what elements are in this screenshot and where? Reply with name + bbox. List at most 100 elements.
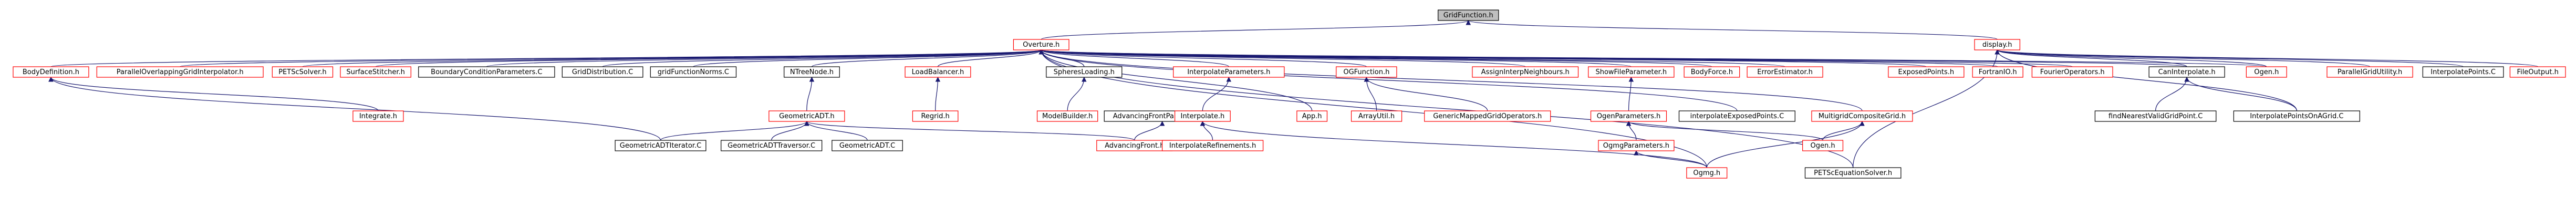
node-box[interactable] bbox=[1974, 39, 2020, 50]
node-box[interactable] bbox=[1013, 39, 1069, 50]
node-regrid-h[interactable]: Regrid.h bbox=[912, 110, 959, 122]
node-geometricadt-c[interactable]: GeometricADT.C bbox=[832, 140, 903, 151]
node-box[interactable] bbox=[832, 140, 903, 151]
node-box[interactable] bbox=[1173, 66, 1285, 78]
node-box[interactable] bbox=[2246, 66, 2287, 78]
node-assignneighbours-h[interactable]: AssignInterpNeighbours.h bbox=[1472, 66, 1579, 78]
node-errorestimator-h[interactable]: ErrorEstimator.h bbox=[1747, 66, 1823, 78]
node-interpolate-h[interactable]: Interpolate.h bbox=[1174, 110, 1231, 122]
node-app-h[interactable]: App.h bbox=[1296, 110, 1328, 122]
node-ogfunction-h[interactable]: OGFunction.h bbox=[1336, 66, 1397, 78]
node-loadbalancer-h[interactable]: LoadBalancer.h bbox=[905, 66, 971, 78]
node-box[interactable] bbox=[1174, 110, 1231, 122]
node-showfileparam-h[interactable]: ShowFileParameter.h bbox=[1588, 66, 1675, 78]
node-parallel-overlap-h[interactable]: ParallelOverlappingGridInterpolator.h bbox=[96, 66, 264, 78]
node-box[interactable] bbox=[2326, 66, 2413, 78]
node-surfacestitcher-h[interactable]: SurfaceStitcher.h bbox=[340, 66, 411, 78]
node-box[interactable] bbox=[650, 66, 737, 78]
node-label: SpheresLoading.h bbox=[1054, 68, 1115, 76]
node-box[interactable] bbox=[352, 110, 404, 122]
node-box[interactable] bbox=[1424, 110, 1551, 122]
node-label: ExposedPoints.h bbox=[1898, 68, 1955, 76]
node-box[interactable] bbox=[1046, 66, 1123, 78]
node-box[interactable] bbox=[13, 66, 89, 78]
node-advancingfront-h[interactable]: AdvancingFront.h bbox=[1096, 140, 1173, 151]
node-box[interactable] bbox=[1972, 66, 2023, 78]
node-spheresloading-h[interactable]: SpheresLoading.h bbox=[1046, 66, 1123, 78]
node-ntreenode-h[interactable]: NTreeNode.h bbox=[784, 66, 840, 78]
node-boundarycond-c[interactable]: BoundaryConditionParameters.C bbox=[418, 66, 555, 78]
node-fourieroperators-h[interactable]: FourierOperators.h bbox=[2031, 66, 2113, 78]
node-box[interactable] bbox=[1686, 167, 1728, 179]
node-box[interactable] bbox=[1598, 140, 1675, 151]
node-box[interactable] bbox=[96, 66, 264, 78]
node-box[interactable] bbox=[1036, 110, 1098, 122]
node-box[interactable] bbox=[1804, 167, 1902, 179]
node-box[interactable] bbox=[1747, 66, 1823, 78]
node-genericmapped-h[interactable]: GenericMappedGridOperators.h bbox=[1424, 110, 1551, 122]
node-display-h[interactable]: display.h bbox=[1974, 39, 2020, 50]
node-gridfunctionnorms-c[interactable]: gridFunctionNorms.C bbox=[650, 66, 737, 78]
node-box[interactable] bbox=[2233, 110, 2360, 122]
node-box[interactable] bbox=[1472, 66, 1579, 78]
node-box[interactable] bbox=[1678, 110, 1795, 122]
edge-ntreenode_h-to-overture_h bbox=[811, 49, 1044, 67]
node-geometricadt-h[interactable]: GeometricADT.h bbox=[768, 110, 845, 122]
node-multigridcomposite-h[interactable]: MultigridCompositeGrid.h bbox=[1811, 110, 1913, 122]
node-ogmg-h[interactable]: Ogmg.h bbox=[1686, 167, 1728, 179]
node-cannotinterp-h[interactable]: CanInterpolate.h bbox=[2148, 66, 2225, 78]
node-interpfromcomposite-c[interactable]: InterpolatePointsOnAGrid.C bbox=[2233, 110, 2360, 122]
node-fileoutput-h[interactable]: FileOutput.h bbox=[2509, 66, 2566, 78]
node-box[interactable] bbox=[912, 110, 959, 122]
node-box[interactable] bbox=[1161, 140, 1264, 151]
node-arrayutil-h[interactable]: ArrayUtil.h bbox=[1351, 110, 1403, 122]
node-ogmgparameters-h[interactable]: OgmgParameters.h bbox=[1598, 140, 1675, 151]
node-box[interactable] bbox=[784, 66, 840, 78]
node-box[interactable] bbox=[1588, 66, 1675, 78]
node-box[interactable] bbox=[768, 110, 845, 122]
node-box[interactable] bbox=[2509, 66, 2566, 78]
node-box[interactable] bbox=[2094, 110, 2217, 122]
node-overture-h[interactable]: Overture.h bbox=[1013, 39, 1069, 50]
node-griddistribution-c[interactable]: GridDistribution.C bbox=[562, 66, 643, 78]
node-geoadtiterator-c[interactable]: GeometricADTIterator.C bbox=[615, 140, 707, 151]
node-ogenparameters-h[interactable]: OgenParameters.h bbox=[1590, 110, 1667, 122]
node-box[interactable] bbox=[1296, 110, 1328, 122]
node-box[interactable] bbox=[905, 66, 971, 78]
node-box[interactable] bbox=[721, 140, 823, 151]
node-box[interactable] bbox=[1811, 110, 1913, 122]
node-bodydefinition-h[interactable]: BodyDefinition.h bbox=[13, 66, 89, 78]
node-interpexposed-c[interactable]: interpolateExposedPoints.C bbox=[1678, 110, 1795, 122]
node-modelbuilder-h[interactable]: ModelBuilder.h bbox=[1036, 110, 1098, 122]
node-box[interactable] bbox=[615, 140, 707, 151]
node-box[interactable] bbox=[1438, 9, 1499, 21]
node-exposedpoints-h[interactable]: ExposedPoints.h bbox=[1888, 66, 1965, 78]
node-box[interactable] bbox=[2148, 66, 2225, 78]
node-ogen-h[interactable]: Ogen.h bbox=[1802, 140, 1844, 151]
node-integrate-h-left[interactable]: Integrate.h bbox=[352, 110, 404, 122]
node-box[interactable] bbox=[1802, 140, 1844, 151]
node-box[interactable] bbox=[272, 66, 334, 78]
node-box[interactable] bbox=[1351, 110, 1403, 122]
node-petscsolver-h[interactable]: PETScSolver.h bbox=[272, 66, 334, 78]
node-box[interactable] bbox=[2422, 66, 2504, 78]
node-box[interactable] bbox=[1590, 110, 1667, 122]
node-box[interactable] bbox=[1336, 66, 1397, 78]
node-box[interactable] bbox=[1684, 66, 1740, 78]
node-ogen-h-top[interactable]: Ogen.h bbox=[2246, 66, 2287, 78]
node-geoadttraversor-c[interactable]: GeometricADTTraversor.C bbox=[721, 140, 823, 151]
node-parallelgridutil-h[interactable]: ParallelGridUtility.h bbox=[2326, 66, 2413, 78]
node-findnearest-c[interactable]: findNearestValidGridPoint.C bbox=[2094, 110, 2217, 122]
node-box[interactable] bbox=[418, 66, 555, 78]
node-box[interactable] bbox=[2031, 66, 2113, 78]
node-interpolateparams-h[interactable]: InterpolateParameters.h bbox=[1173, 66, 1285, 78]
node-fortranio-h[interactable]: FortranIO.h bbox=[1972, 66, 2023, 78]
node-interprefinements-h[interactable]: InterpolateRefinements.h bbox=[1161, 140, 1264, 151]
node-box[interactable] bbox=[562, 66, 643, 78]
node-bodyforce-h[interactable]: BodyForce.h bbox=[1684, 66, 1740, 78]
node-gridfunction-h[interactable]: GridFunction.h bbox=[1438, 9, 1499, 21]
node-box[interactable] bbox=[1888, 66, 1965, 78]
node-petscequation-h[interactable]: PETScEquationSolver.h bbox=[1804, 167, 1902, 179]
node-interpolatepoints-c[interactable]: InterpolatePoints.C bbox=[2422, 66, 2504, 78]
node-box[interactable] bbox=[340, 66, 411, 78]
